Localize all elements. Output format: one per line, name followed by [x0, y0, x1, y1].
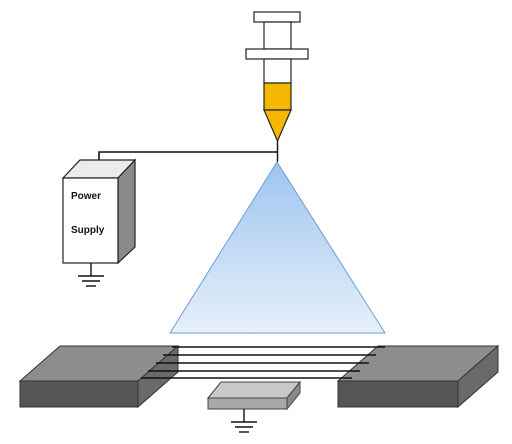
syringe-nozzle-cone — [263, 109, 292, 143]
right-collector-side — [457, 344, 499, 409]
left-collector-electrode — [18, 344, 180, 409]
ground-symbol-icon — [231, 409, 257, 433]
jet-cone — [169, 161, 386, 334]
power-supply-label-line1: Power — [71, 191, 101, 202]
ground-plate — [206, 380, 302, 411]
ground-symbol-icon — [78, 263, 104, 287]
ground-plate-side — [286, 380, 301, 411]
power-supply-front-face — [62, 177, 119, 264]
aligned-fibers — [141, 346, 385, 379]
ground-plate-top — [206, 381, 302, 399]
right-collector-front — [337, 380, 459, 408]
left-collector-front — [19, 380, 139, 408]
plunger-cap — [253, 11, 301, 23]
left-collector-side — [137, 344, 179, 409]
power-supply-side-face — [117, 158, 136, 265]
syringe-icon — [245, 11, 309, 162]
power-supply-box: Power Supply — [61, 158, 137, 265]
ground-plate-front — [207, 397, 288, 410]
right-collector-electrode — [336, 344, 500, 409]
polymer-solution — [263, 82, 292, 111]
syringe-barrel-empty — [263, 58, 292, 84]
syringe-flange — [245, 48, 309, 60]
power-supply-label-line2: Supply — [71, 225, 105, 236]
plunger-rod — [263, 21, 292, 50]
